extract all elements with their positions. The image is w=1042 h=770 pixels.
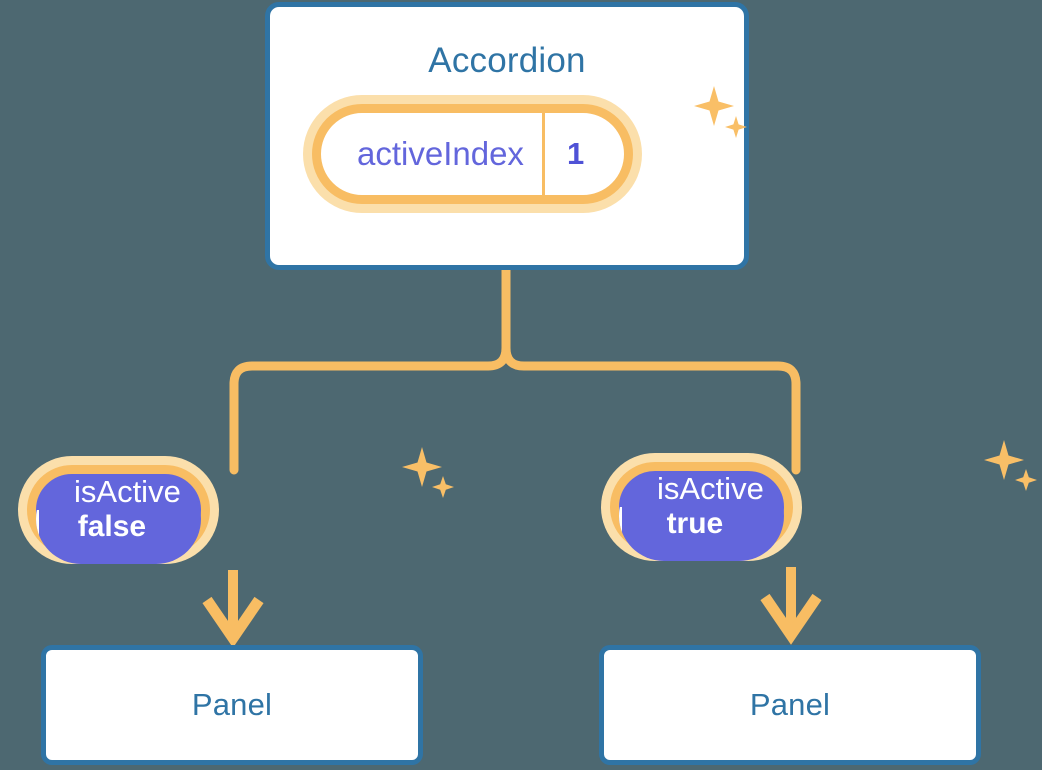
state-pill-value: 1 — [541, 113, 624, 195]
sparkle-cluster-left — [398, 443, 462, 512]
connector-tree-trunk — [501, 265, 801, 475]
connector-tree-branch-left — [229, 343, 511, 475]
sparkle-icon — [984, 440, 1037, 491]
arrow-down-icon-left — [202, 596, 264, 648]
state-pill-key: isActive — [657, 471, 764, 506]
panel-card-title: Panel — [749, 687, 831, 722]
panel-card-title: Panel — [191, 687, 273, 722]
panel-card-left[interactable]: Panel — [41, 645, 423, 765]
sparkle-icon — [402, 447, 454, 498]
root-state-pill-wrapper: activeIndex 1 — [312, 104, 634, 204]
state-pill-value: false — [36, 510, 201, 544]
sparkle-cluster-right — [982, 437, 1042, 506]
panel-card-right[interactable]: Panel — [599, 645, 981, 765]
arrow-down-icon-right — [760, 593, 822, 645]
state-pill-is-active-false[interactable]: isActive false — [27, 465, 210, 564]
state-pill-value: true — [619, 507, 784, 541]
state-pill-is-active-true[interactable]: isActive true — [610, 462, 793, 561]
left-state-pill-wrapper: isActive false — [27, 465, 210, 564]
right-state-pill-wrapper: isActive true — [610, 462, 793, 561]
accordion-card-title: Accordion — [428, 41, 586, 80]
state-pill-active-index[interactable]: activeIndex 1 — [312, 104, 634, 204]
state-pill-key: activeIndex — [357, 135, 524, 172]
state-pill-key: isActive — [74, 474, 181, 509]
